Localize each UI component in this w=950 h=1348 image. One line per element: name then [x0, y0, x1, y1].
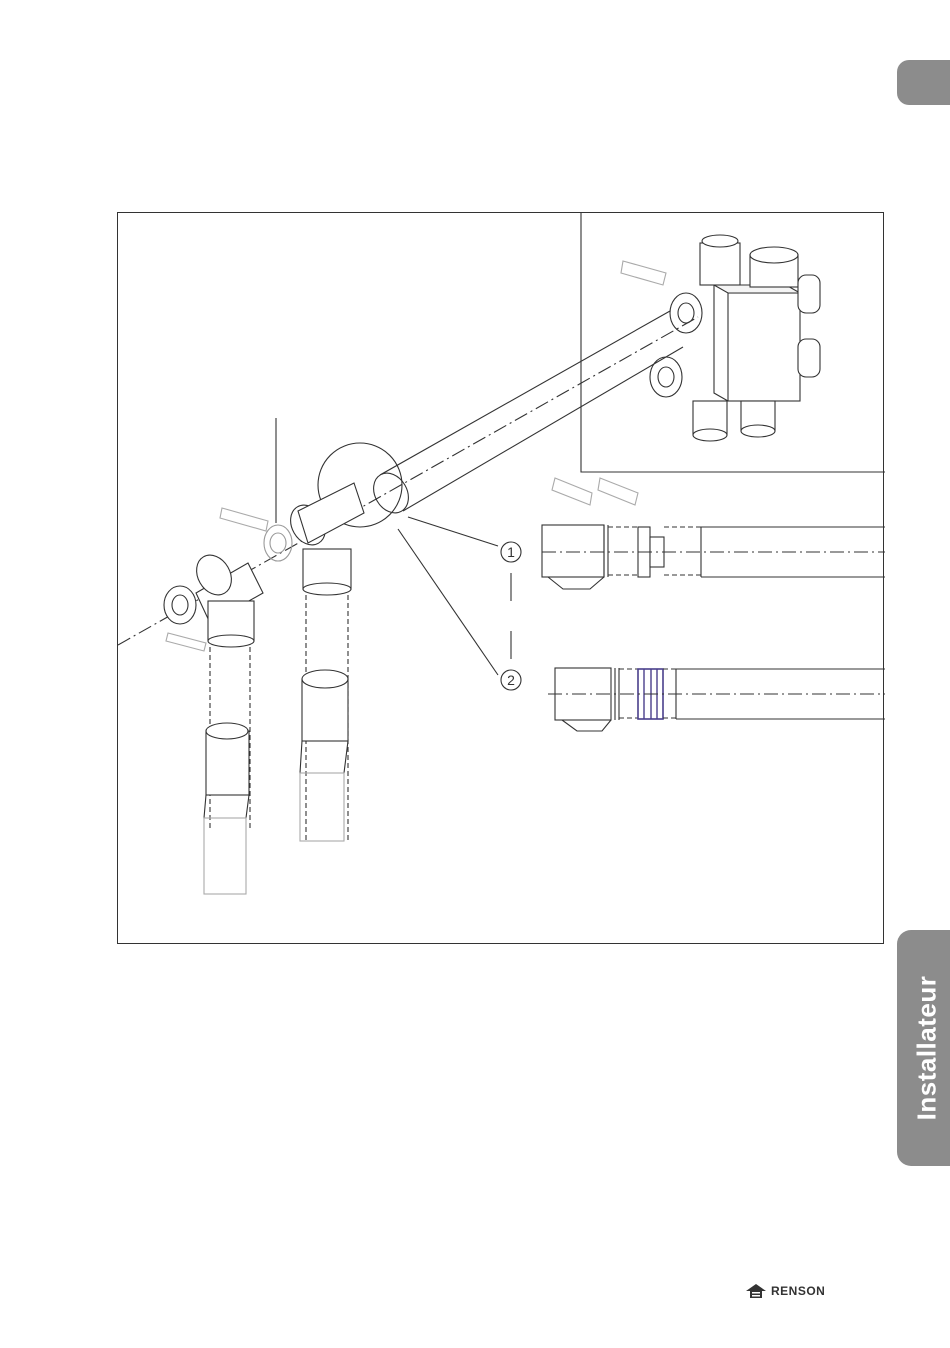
chapter-tab: [897, 60, 950, 105]
callout-2-label: 2: [507, 672, 515, 688]
section-tab-installateur: Installateur: [897, 930, 950, 1166]
diagram-svg: 1 2: [118, 213, 885, 945]
leader-line-2: [398, 529, 498, 675]
t-piece-left: [164, 549, 263, 894]
renson-house-icon: [746, 1284, 766, 1298]
section-tab-label: Installateur: [912, 976, 943, 1121]
ventilation-unit: [621, 235, 820, 441]
leader-line-1: [408, 517, 498, 546]
brand-name: RENSON: [771, 1284, 825, 1298]
detail-1-connection: [542, 478, 885, 589]
detail-2-connection: [548, 668, 885, 731]
installation-diagram: 1 2: [117, 212, 884, 944]
brand-logo: RENSON: [746, 1283, 825, 1299]
callout-1-label: 1: [507, 544, 515, 560]
